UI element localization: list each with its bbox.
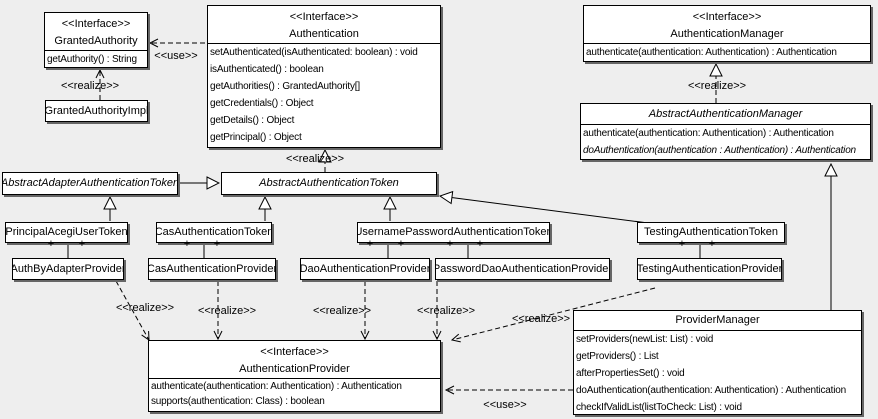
class-name: AuthByAdapterProvider bbox=[12, 262, 124, 275]
class-name: UsernamePasswordAuthenticationToken bbox=[357, 226, 550, 238]
class-name: CasAuthenticationToken bbox=[156, 226, 272, 238]
class-name: Authentication bbox=[289, 28, 359, 40]
class-name: AuthenticationManager bbox=[670, 28, 784, 40]
class-name: GrantedAuthority bbox=[54, 35, 138, 47]
method: checkIfValidList(listToCheck: List) : vo… bbox=[576, 402, 742, 413]
method: getAuthorities() : GrantedAuthority[] bbox=[210, 81, 360, 92]
class-name: TestingAuthenticationToken bbox=[644, 226, 778, 238]
class-granted-authority-impl[interactable]: GrantedAuthorityImpl bbox=[45, 100, 148, 122]
class-name: GrantedAuthorityImpl bbox=[45, 104, 148, 117]
method: getAuthority() : String bbox=[47, 54, 137, 65]
stereotype-label: <<Interface>> bbox=[260, 346, 329, 358]
class-username-password-authentication-token[interactable]: UsernamePasswordAuthenticationToken bbox=[357, 222, 550, 243]
realize-label: <<realize>> bbox=[115, 302, 175, 314]
class-name: TestingAuthenticationProvider bbox=[637, 262, 782, 275]
class-cas-authentication-provider[interactable]: CasAuthenticationProvider bbox=[148, 258, 276, 280]
class-abstract-authentication-token[interactable]: AbstractAuthenticationToken bbox=[221, 172, 437, 195]
class-principal-acegi-user-token[interactable]: PrincipalAcegiUserToken bbox=[5, 222, 128, 243]
class-provider-manager[interactable]: ProviderManager setProviders(newList: Li… bbox=[573, 310, 862, 415]
class-granted-authority[interactable]: <<Interface>> GrantedAuthority getAuthor… bbox=[44, 12, 148, 68]
realize-label: <<realize>> bbox=[285, 153, 345, 165]
class-header: <<Interface>> Authentication bbox=[208, 6, 440, 43]
association-end-label: + bbox=[678, 238, 686, 250]
method: getCredentials() : Object bbox=[210, 98, 314, 109]
association-end-label: + bbox=[397, 238, 405, 250]
association-end-label: + bbox=[213, 238, 221, 250]
realize-testingprovider-to-authenticationprovider bbox=[450, 287, 656, 343]
class-name: AbstractAdapterAuthenticationToken bbox=[2, 177, 178, 189]
association-end-label: + bbox=[476, 238, 484, 250]
class-name: CasAuthenticationProvider bbox=[148, 262, 276, 275]
association-end-label: + bbox=[47, 238, 55, 250]
method: doAuthentication(authentication: Authent… bbox=[576, 385, 846, 396]
realize-label: <<realize>> bbox=[197, 305, 257, 317]
stereotype-label: <<Interface>> bbox=[61, 18, 131, 30]
methods-compartment: authenticate(authentication: Authenticat… bbox=[581, 124, 870, 159]
realize-label: <<realize>> bbox=[687, 80, 747, 92]
class-name: AuthenticationProvider bbox=[239, 363, 350, 375]
method-abstract: doAuthentication(authentication : Authen… bbox=[583, 145, 856, 156]
method: setProviders(newList: List) : void bbox=[576, 334, 714, 345]
association-end-label: + bbox=[446, 238, 454, 250]
realize-authbyadapterprovider-to-authenticationprovider bbox=[115, 280, 150, 341]
methods-compartment: authenticate(authentication: Authenticat… bbox=[149, 378, 440, 409]
method: isAuthenticated() : boolean bbox=[210, 64, 324, 75]
methods-compartment: getAuthority() : String bbox=[45, 50, 147, 67]
method: afterPropertiesSet() : void bbox=[576, 368, 685, 379]
use-label: <<use>> bbox=[154, 50, 198, 62]
class-abstract-adapter-authentication-token[interactable]: AbstractAdapterAuthenticationToken bbox=[2, 172, 178, 195]
methods-compartment: authenticate(authentication: Authenticat… bbox=[584, 43, 870, 61]
class-name: PasswordDaoAuthenticationProvider bbox=[435, 262, 610, 275]
class-name: ProviderManager bbox=[675, 314, 760, 326]
class-authentication-manager[interactable]: <<Interface>> AuthenticationManager auth… bbox=[583, 5, 871, 62]
methods-compartment: setProviders(newList: List) : void getPr… bbox=[574, 330, 861, 414]
use-label: <<use>> bbox=[483, 399, 527, 411]
realize-label: <<realize>> bbox=[416, 305, 476, 317]
method: authenticate(authentication: Authenticat… bbox=[583, 128, 834, 139]
class-dao-authentication-provider[interactable]: DaoAuthenticationProvider bbox=[300, 258, 430, 280]
association-end-label: + bbox=[708, 238, 716, 250]
stereotype-label: <<Interface>> bbox=[692, 11, 762, 23]
stereotype-label: <<Interface>> bbox=[289, 11, 359, 23]
class-name: AbstractAuthenticationManager bbox=[648, 108, 803, 120]
class-authentication[interactable]: <<Interface>> Authentication setAuthenti… bbox=[207, 5, 441, 148]
method: getDetails() : Object bbox=[210, 115, 295, 126]
class-password-dao-authentication-provider[interactable]: PasswordDaoAuthenticationProvider bbox=[435, 258, 610, 280]
method: authenticate(authentication: Authenticat… bbox=[586, 47, 837, 58]
class-name: DaoAuthenticationProvider bbox=[300, 262, 430, 275]
class-testing-authentication-token[interactable]: TestingAuthenticationToken bbox=[637, 222, 785, 243]
realize-label: <<realize>> bbox=[60, 80, 120, 92]
class-header: <<Interface>> GrantedAuthority bbox=[45, 13, 147, 50]
class-authentication-provider[interactable]: <<Interface>> AuthenticationProvider aut… bbox=[148, 340, 441, 412]
realize-label: <<realize>> bbox=[312, 305, 372, 317]
class-header: <<Interface>> AuthenticationManager bbox=[584, 6, 870, 43]
association-end-label: + bbox=[366, 238, 374, 250]
association-end-label: + bbox=[183, 238, 191, 250]
association-end-label: + bbox=[78, 238, 86, 250]
generalization-testingtoken-to-abstracttoken bbox=[440, 196, 649, 224]
class-name: AbstractAuthenticationToken bbox=[259, 177, 399, 189]
class-auth-by-adapter-provider[interactable]: AuthByAdapterProvider bbox=[12, 258, 124, 280]
method: supports(authentication: Class) : boolea… bbox=[151, 396, 325, 407]
class-header: <<Interface>> AuthenticationProvider bbox=[149, 341, 440, 378]
methods-compartment: setAuthenticated(isAuthenticated: boolea… bbox=[208, 43, 440, 146]
method: getPrincipal() : Object bbox=[210, 132, 302, 143]
realize-label: <<realize>> bbox=[511, 313, 571, 325]
class-testing-authentication-provider[interactable]: TestingAuthenticationProvider bbox=[637, 258, 782, 280]
method: getProviders() : List bbox=[576, 351, 659, 362]
class-name: PrincipalAcegiUserToken bbox=[5, 226, 128, 238]
class-cas-authentication-token[interactable]: CasAuthenticationToken bbox=[156, 222, 272, 243]
method: authenticate(authentication: Authenticat… bbox=[151, 381, 402, 392]
method: setAuthenticated(isAuthenticated: boolea… bbox=[210, 47, 418, 58]
class-abstract-authentication-manager[interactable]: AbstractAuthenticationManager authentica… bbox=[580, 103, 871, 160]
